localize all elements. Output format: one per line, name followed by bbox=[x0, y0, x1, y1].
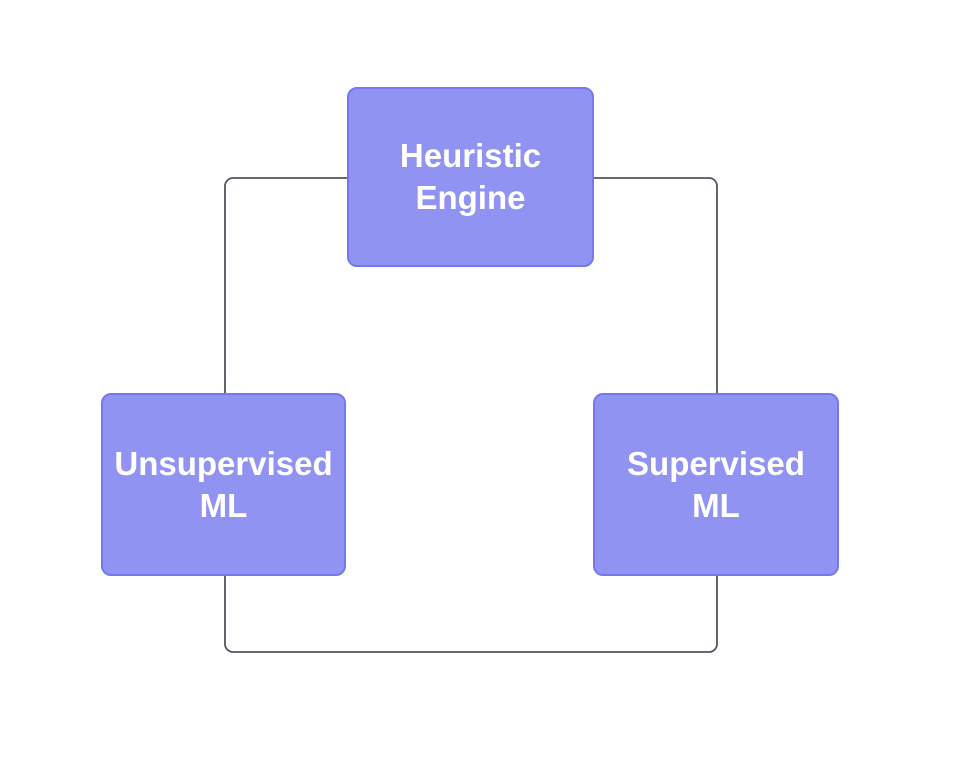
label-line: Unsupervised bbox=[114, 444, 333, 482]
label-line: Heuristic bbox=[399, 137, 542, 174]
label-line: ML bbox=[199, 486, 248, 524]
node-supervised-ml-label: Supervised ML bbox=[627, 443, 805, 527]
label-line: Engine bbox=[415, 179, 526, 216]
node-heuristic-engine-label: Heuristic Engine bbox=[400, 135, 541, 219]
node-supervised-ml[interactable]: Supervised ML bbox=[593, 393, 839, 576]
node-heuristic-engine[interactable]: Heuristic Engine bbox=[347, 87, 594, 267]
label-line: Supervised bbox=[627, 444, 805, 482]
label-line: ML bbox=[692, 486, 740, 524]
node-unsupervised-ml-label: Unsupervised ML bbox=[114, 443, 332, 527]
node-unsupervised-ml[interactable]: Unsupervised ML bbox=[101, 393, 346, 576]
